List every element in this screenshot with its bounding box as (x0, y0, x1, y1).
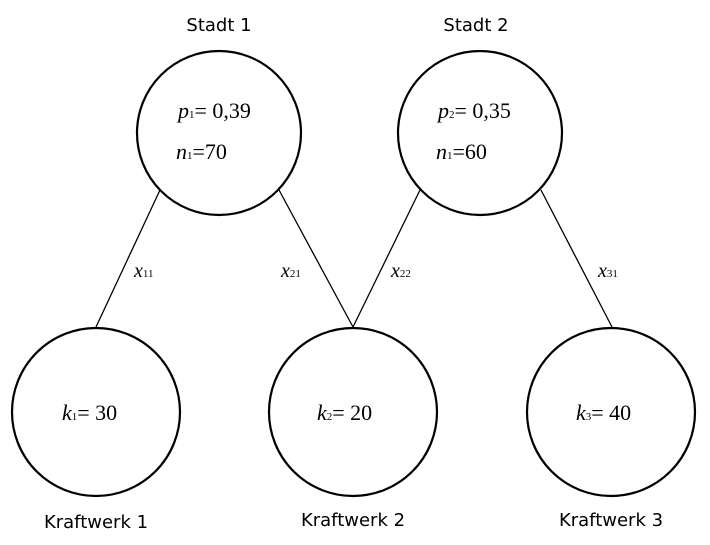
plant-capacity: k3= 40 (576, 400, 631, 425)
city-demand: n1=60 (436, 139, 487, 164)
plant-node (10, 326, 182, 498)
plant-title: Kraftwerk 1 (44, 512, 148, 533)
plant-title: Kraftwerk 2 (301, 510, 405, 531)
edge-x21 (278, 189, 354, 328)
city-title: Stadt 1 (186, 15, 251, 36)
edge-label-x11: x11 (133, 260, 153, 282)
city-price: p2= 0,35 (436, 98, 511, 123)
plant-node (525, 326, 697, 498)
edge-x11 (95, 189, 161, 328)
city-node (396, 49, 564, 217)
plant-node (267, 326, 439, 498)
city-title: Stadt 2 (443, 15, 508, 36)
plant-capacity: k1= 30 (62, 400, 117, 425)
plant-capacity: k2= 20 (317, 400, 372, 425)
edge-x22 (352, 189, 421, 328)
edge-label-x22: x22 (390, 260, 411, 282)
plant-title: Kraftwerk 3 (559, 510, 663, 531)
edge-label-x21: x21 (280, 260, 301, 282)
city-demand: n1=70 (176, 139, 227, 164)
city-node (135, 49, 303, 217)
city-price: p1= 0,39 (176, 98, 251, 123)
edge-label-x31: x31 (597, 260, 618, 282)
edge-x31 (540, 189, 613, 328)
